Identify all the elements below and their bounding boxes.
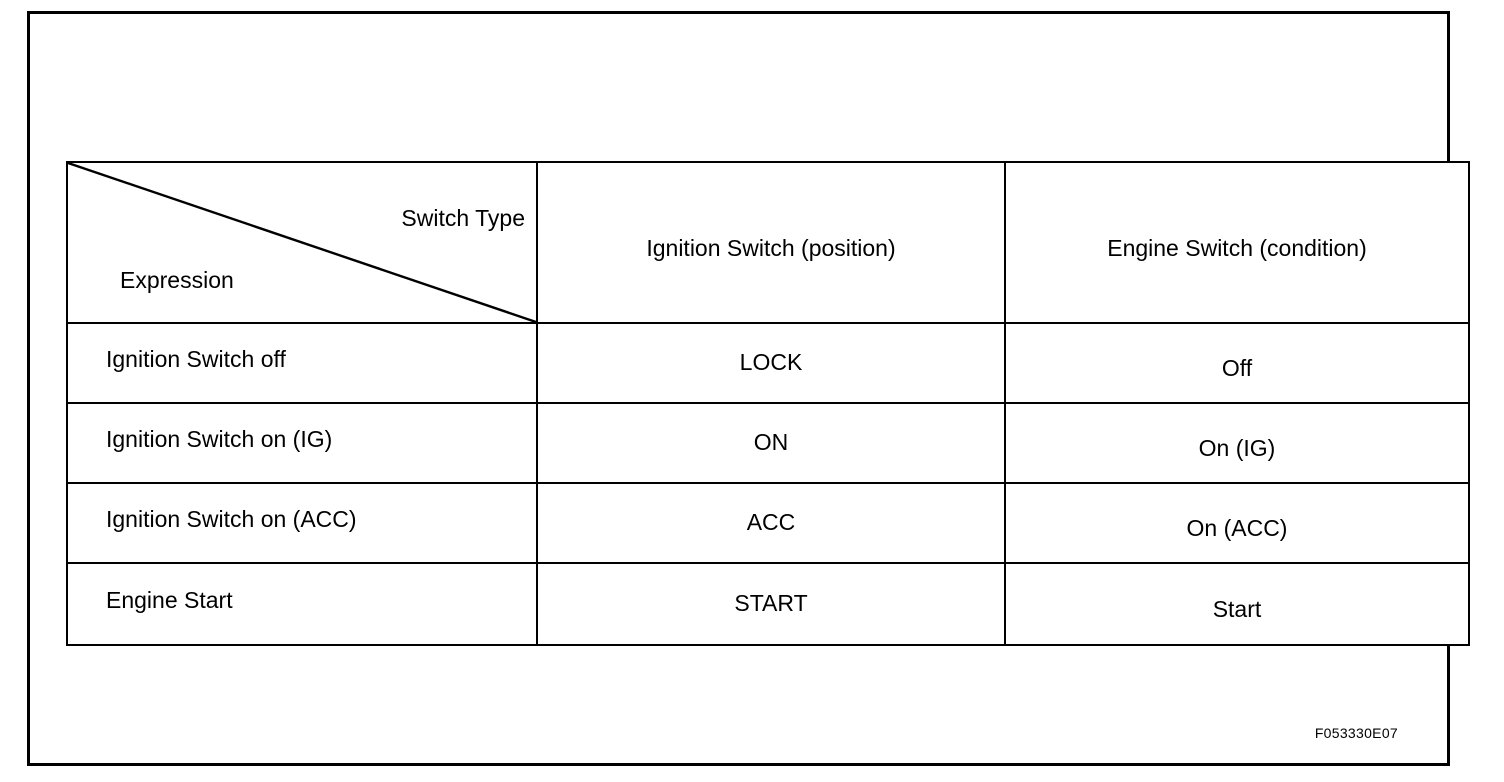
cell-label: Ignition Switch off — [106, 345, 286, 372]
cell-expression: Ignition Switch off — [66, 322, 538, 404]
cell-engine-switch-condition: Off — [1004, 322, 1470, 404]
cell-label: LOCK — [739, 348, 803, 375]
cell-ignition-switch-position: START — [536, 562, 1006, 646]
cell-label: On (IG) — [1198, 434, 1276, 461]
cell-label: ACC — [746, 508, 796, 535]
diagonal-divider-line — [68, 163, 536, 322]
figure-reference-code: F053330E07 — [1314, 725, 1398, 741]
cell-label: START — [734, 589, 808, 616]
cell-label: On (ACC) — [1186, 514, 1288, 541]
cell-ignition-switch-position: ON — [536, 402, 1006, 484]
cell-ignition-switch-position: ACC — [536, 482, 1006, 564]
cell-engine-switch-condition: On (ACC) — [1004, 482, 1470, 564]
cell-label: Engine Start — [106, 586, 233, 613]
page-border-frame: Switch Type Expression Ignition Switch (… — [27, 11, 1470, 766]
cell-ignition-switch-position: LOCK — [536, 322, 1006, 404]
table-row: Engine Start START Start — [66, 562, 1470, 646]
column-header-label: Engine Switch (condition) — [1107, 235, 1367, 261]
table-row: Ignition Switch on (ACC) ACC On (ACC) — [66, 482, 1470, 564]
cell-engine-switch-condition: On (IG) — [1004, 402, 1470, 484]
cell-label: Off — [1221, 354, 1253, 381]
cell-label: Ignition Switch on (ACC) — [106, 505, 357, 532]
cell-label: Ignition Switch on (IG) — [106, 425, 333, 452]
table-row: Ignition Switch off LOCK Off — [66, 322, 1470, 404]
column-header-label: Ignition Switch (position) — [646, 235, 896, 261]
cell-expression: Ignition Switch on (ACC) — [66, 482, 538, 564]
cell-engine-switch-condition: Start — [1004, 562, 1470, 646]
column-axis-label: Switch Type — [401, 205, 525, 231]
cell-label: Start — [1212, 595, 1262, 622]
column-header-engine-switch: Engine Switch (condition) — [1004, 161, 1470, 324]
switch-type-expression-table: Switch Type Expression Ignition Switch (… — [66, 161, 1470, 646]
table-header-row: Switch Type Expression Ignition Switch (… — [66, 161, 1470, 324]
table-row: Ignition Switch on (IG) ON On (IG) — [66, 402, 1470, 484]
column-header-ignition-switch: Ignition Switch (position) — [536, 161, 1006, 324]
header-corner-cell: Switch Type Expression — [66, 161, 538, 324]
cell-expression: Engine Start — [66, 562, 538, 646]
cell-label: ON — [753, 428, 789, 455]
cell-expression: Ignition Switch on (IG) — [66, 402, 538, 484]
row-axis-label: Expression — [120, 267, 234, 293]
